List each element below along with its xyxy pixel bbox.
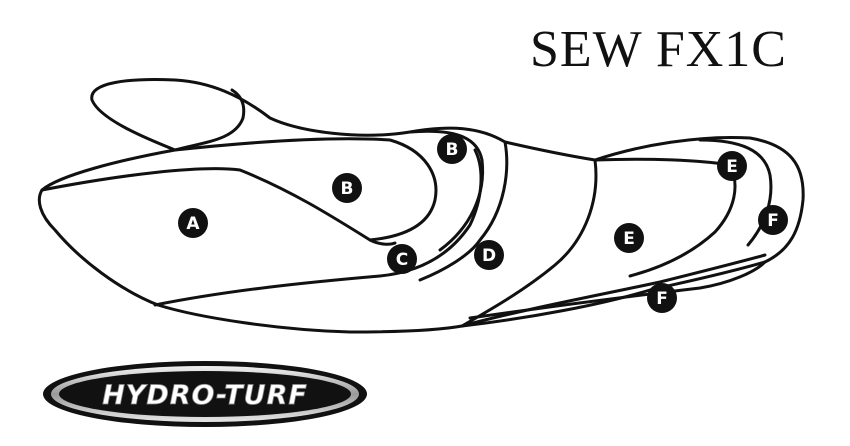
- panel-d-e-line: [418, 140, 509, 282]
- panel-label-f-rear: F: [767, 211, 779, 231]
- panel-b-top-line: [173, 137, 438, 242]
- panel-label-d: D: [482, 246, 496, 266]
- panel-b-right-line: [408, 129, 485, 252]
- diagram-title: SEW FX1C: [530, 21, 787, 78]
- panel-label-e-rear: E: [726, 157, 738, 177]
- panel-d-right-line: [460, 158, 598, 328]
- panel-e-rear-line: [593, 157, 737, 278]
- panel-marker-e: E: [614, 223, 644, 253]
- logo-text: HYDRO-TURF: [102, 380, 308, 411]
- panel-f-line: [460, 253, 767, 328]
- panel-a-b-line: [40, 167, 397, 246]
- panel-marker-f: F: [647, 283, 677, 313]
- panel-label-b: B: [341, 179, 354, 199]
- panel-marker-b-upper: B: [437, 134, 467, 164]
- panel-marker-e-rear: E: [717, 151, 747, 181]
- hydro-turf-logo: HYDRO-TURF: [43, 361, 367, 427]
- panel-label-c: C: [396, 250, 408, 270]
- seat-rear-bolster: [173, 88, 246, 152]
- panel-marker-c: C: [387, 244, 417, 274]
- panel-label-a: A: [186, 214, 200, 234]
- panel-marker-a: A: [178, 208, 208, 238]
- panel-label-f: F: [656, 289, 668, 309]
- panel-label-b-upper: B: [446, 140, 459, 160]
- panel-marker-f-rear: F: [758, 205, 788, 235]
- seat-outline: [37, 78, 805, 334]
- logo-inner-oval: [59, 371, 351, 417]
- panel-marker-d: D: [474, 240, 504, 270]
- seat-outer-outline: [37, 78, 805, 334]
- panel-marker-b: B: [332, 173, 362, 203]
- panel-label-e: E: [623, 229, 635, 249]
